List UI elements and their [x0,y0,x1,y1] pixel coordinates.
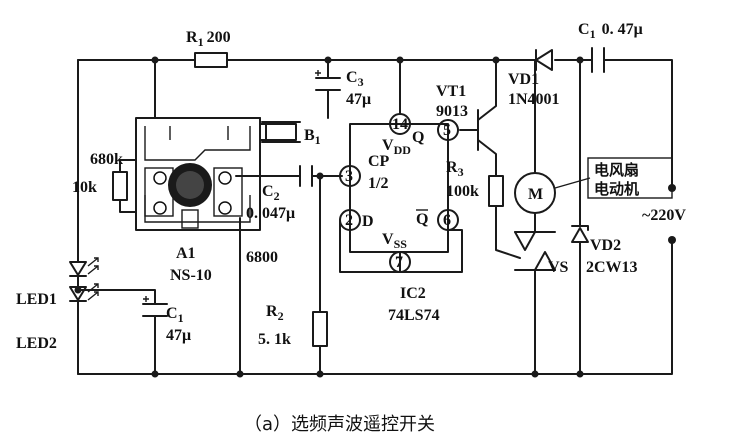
capacitor-c1-right [591,47,605,73]
cp-label: CP [368,153,390,170]
pin7: 7 [395,254,403,271]
pin6: 6 [443,212,451,229]
mains-label: ~220V [642,207,686,224]
resistor-r3 [488,175,504,207]
vd2-label: VD2 [590,237,621,254]
vd1-type: 1N4001 [508,91,560,108]
diode-vd1 [535,49,553,71]
b1-label: B1 [304,127,321,147]
vd1-label: VD1 [508,71,539,88]
r680-label: 680k [90,151,123,168]
pin5: 5 [443,122,451,139]
d-label: D [362,213,374,230]
led1-label: LED1 [16,291,57,308]
c3-value: 47μ [346,91,371,108]
motor-desc-1: 电风扇 [594,161,639,179]
led2 [69,275,99,302]
motor-callout-line [554,177,591,189]
zener-vd2 [571,225,589,243]
a1-label: A1 [176,245,196,262]
capacitor-c3 [315,70,341,91]
resistor-r1 [194,52,228,68]
triac-vs [514,231,556,271]
vs-label: VS [548,259,569,276]
a1-type: NS-10 [170,267,212,284]
c3-label: C3 [346,69,364,89]
resistor-10k [112,159,137,213]
ic2-74ls74 [339,113,459,273]
motor-callout-box [587,157,673,199]
motor-label: M [528,186,543,203]
c1-left-label: C1 [166,305,184,325]
junctions [74,56,584,378]
module-a1 [135,117,261,231]
c2-label: C2 [262,183,280,203]
vt1-type: 9013 [436,103,468,120]
ic2-label: IC2 [400,285,426,302]
motor-m [514,172,556,214]
figure-caption: （a）选频声波遥控开关 [244,414,435,435]
led2-label: LED2 [16,335,57,352]
c1-left-value: 47μ [166,327,191,344]
c2-value: 0. 047μ [246,205,295,222]
resistor-r2 [312,311,328,347]
r3-label: R3 [446,159,464,179]
ic2-type: 74LS74 [388,307,440,324]
motor-desc-2: 电动机 [594,180,639,198]
capacitor-c2 [299,165,313,187]
q-label: Q [412,129,424,146]
r2-value: 5. 1k [258,331,291,348]
pin2: 2 [345,212,353,229]
r6800-label: 6800 [246,249,278,266]
pin3: 3 [345,168,353,185]
led1 [69,257,99,277]
vdd-label: VDD [382,137,411,157]
r10-label: 10k [72,179,97,196]
mains-terminals [668,184,676,244]
vd2-type: 2CW13 [586,259,638,276]
qbar-label: Q [416,211,428,228]
half-label: 1/2 [368,175,388,192]
vt1-label: VT1 [436,83,466,100]
r3-value: 100k [446,183,479,200]
r2-label: R2 [266,303,284,323]
vss-label: VSS [382,231,407,251]
pin14: 14 [392,116,408,133]
piezo-b1 [261,121,301,143]
capacitor-c1-left [142,296,168,317]
